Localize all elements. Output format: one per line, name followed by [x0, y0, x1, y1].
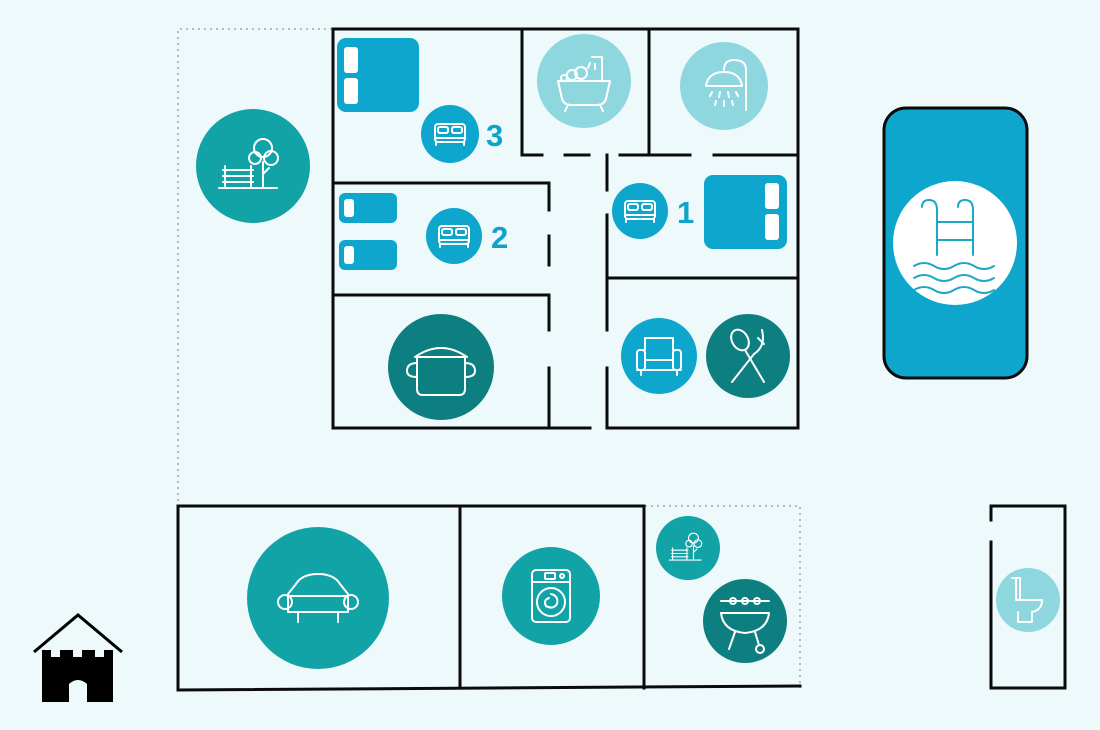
garden-bench-tree-icon [196, 109, 310, 223]
double-bed-icon [421, 105, 479, 163]
double-bed-icon [612, 183, 668, 239]
bedroom-2: 2 [339, 193, 508, 270]
bedroom-3: 3 [337, 38, 503, 163]
bedroom-1: 1 [612, 175, 787, 249]
house-walls [331, 27, 800, 430]
armchair-icon [621, 318, 697, 394]
room-number: 2 [491, 220, 508, 255]
pool-ladder-icon [893, 181, 1017, 305]
barbecue-grill-icon [703, 579, 787, 663]
house-icon [33, 613, 123, 702]
toilet-icon [996, 568, 1060, 632]
swimming-pool [882, 106, 1029, 380]
car-icon [247, 527, 389, 669]
cooking-pot-icon [388, 314, 494, 420]
two-single-beds-icon [339, 193, 397, 270]
room-number: 3 [486, 118, 503, 153]
bed-icon [337, 38, 419, 112]
shower-icon [680, 42, 768, 130]
outbuilding-walls [176, 504, 1067, 692]
bed-icon [704, 175, 787, 249]
bathtub-icon [537, 34, 631, 128]
garden-bench-tree-icon [656, 516, 720, 580]
room-number: 1 [677, 195, 694, 230]
washing-machine-icon [502, 547, 600, 645]
double-bed-icon [426, 208, 482, 264]
cutlery-icon [706, 314, 790, 398]
